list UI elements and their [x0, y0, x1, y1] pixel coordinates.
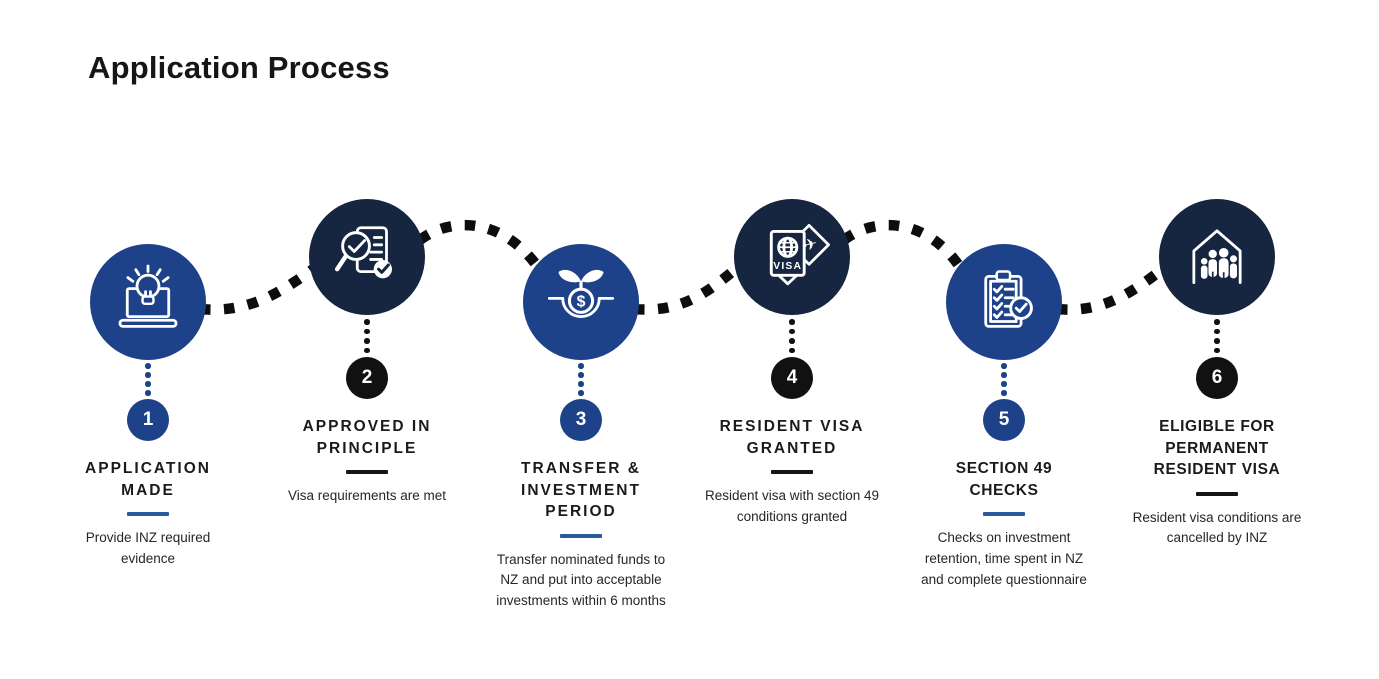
- step-4-number-badge: 4: [771, 357, 813, 399]
- passport-visa-icon: ✈ VISA: [769, 223, 830, 286]
- step-2-underline: [346, 470, 388, 474]
- dotted-stem-6: [1214, 315, 1220, 357]
- dotted-stem-5: [1001, 360, 1007, 399]
- page-title: Application Process: [88, 50, 390, 85]
- process-step-1: 1 APPLICATION MADE Provide INZ required …: [38, 244, 258, 570]
- step-3-number-badge: 3: [560, 399, 602, 441]
- process-step-2: 2 APPROVED IN PRINCIPLE Visa requirement…: [257, 199, 477, 507]
- step-5-number: 5: [998, 409, 1010, 430]
- step-6-title: ELIGIBLE FOR PERMANENT RESIDENT VISA: [1153, 418, 1281, 479]
- step-4-underline: [771, 470, 813, 474]
- coin-dollar-glyph: $: [577, 293, 586, 310]
- step-1-underline: [127, 512, 169, 516]
- passport-visa-label: VISA: [773, 261, 802, 272]
- step-3-circle: $: [523, 244, 639, 360]
- step-4-number: 4: [786, 367, 798, 388]
- step-1-number: 1: [142, 409, 154, 430]
- step-3-title: TRANSFER & INVESTMENT PERIOD: [521, 460, 641, 521]
- step-3-underline: [560, 534, 602, 538]
- step-4-description: Resident visa with section 49 conditions…: [704, 487, 880, 524]
- house-family-icon: [1192, 229, 1242, 284]
- checklist-icon: [984, 270, 1033, 328]
- step-1-circle: [90, 244, 206, 360]
- step-4-title: RESIDENT VISA GRANTED: [719, 418, 865, 457]
- step-2-title: APPROVED IN PRINCIPLE: [302, 418, 432, 457]
- process-step-5: 5 SECTION 49 CHECKS Checks on investment…: [894, 244, 1114, 591]
- step-1-description: Provide INZ required evidence: [85, 529, 211, 566]
- dotted-stem-4: [789, 315, 795, 357]
- process-step-4: ✈ VISA 4 RESIDENT VISA GRANTED Resident …: [682, 199, 902, 528]
- step-1-number-badge: 1: [127, 399, 169, 441]
- step-2-number: 2: [361, 367, 373, 388]
- step-5-description: Checks on investment retention, time spe…: [921, 529, 1087, 587]
- dotted-stem-2: [364, 315, 370, 357]
- dotted-stem-3: [578, 360, 584, 399]
- step-6-underline: [1196, 492, 1238, 496]
- step-3-number: 3: [575, 409, 587, 430]
- step-5-circle: [946, 244, 1062, 360]
- step-6-circle: [1159, 199, 1275, 315]
- investment-growth-icon: $: [547, 269, 615, 318]
- process-step-3: $ 3 TRANSFER & INVESTMENT PERIOD Transfe…: [471, 244, 691, 612]
- step-6-description: Resident visa conditions are cancelled b…: [1132, 509, 1302, 546]
- step-5-title: SECTION 49 CHECKS: [955, 460, 1053, 499]
- stamp-plane-glyph: ✈: [802, 233, 819, 255]
- step-6-number-badge: 6: [1196, 357, 1238, 399]
- step-2-description: Visa requirements are met: [287, 487, 447, 503]
- step-1-title: APPLICATION MADE: [85, 460, 211, 499]
- laptop-idea-icon: [118, 264, 178, 328]
- step-2-number-badge: 2: [346, 357, 388, 399]
- step-5-number-badge: 5: [983, 399, 1025, 441]
- process-step-6: 6 ELIGIBLE FOR PERMANENT RESIDENT VISA R…: [1107, 199, 1327, 549]
- dotted-stem-1: [145, 360, 151, 399]
- step-4-circle: ✈ VISA: [734, 199, 850, 315]
- step-5-underline: [983, 512, 1025, 516]
- step-2-circle: [309, 199, 425, 315]
- document-review-icon: [334, 226, 392, 279]
- step-6-number: 6: [1211, 367, 1223, 388]
- step-3-description: Transfer nominated funds to NZ and put i…: [496, 551, 666, 609]
